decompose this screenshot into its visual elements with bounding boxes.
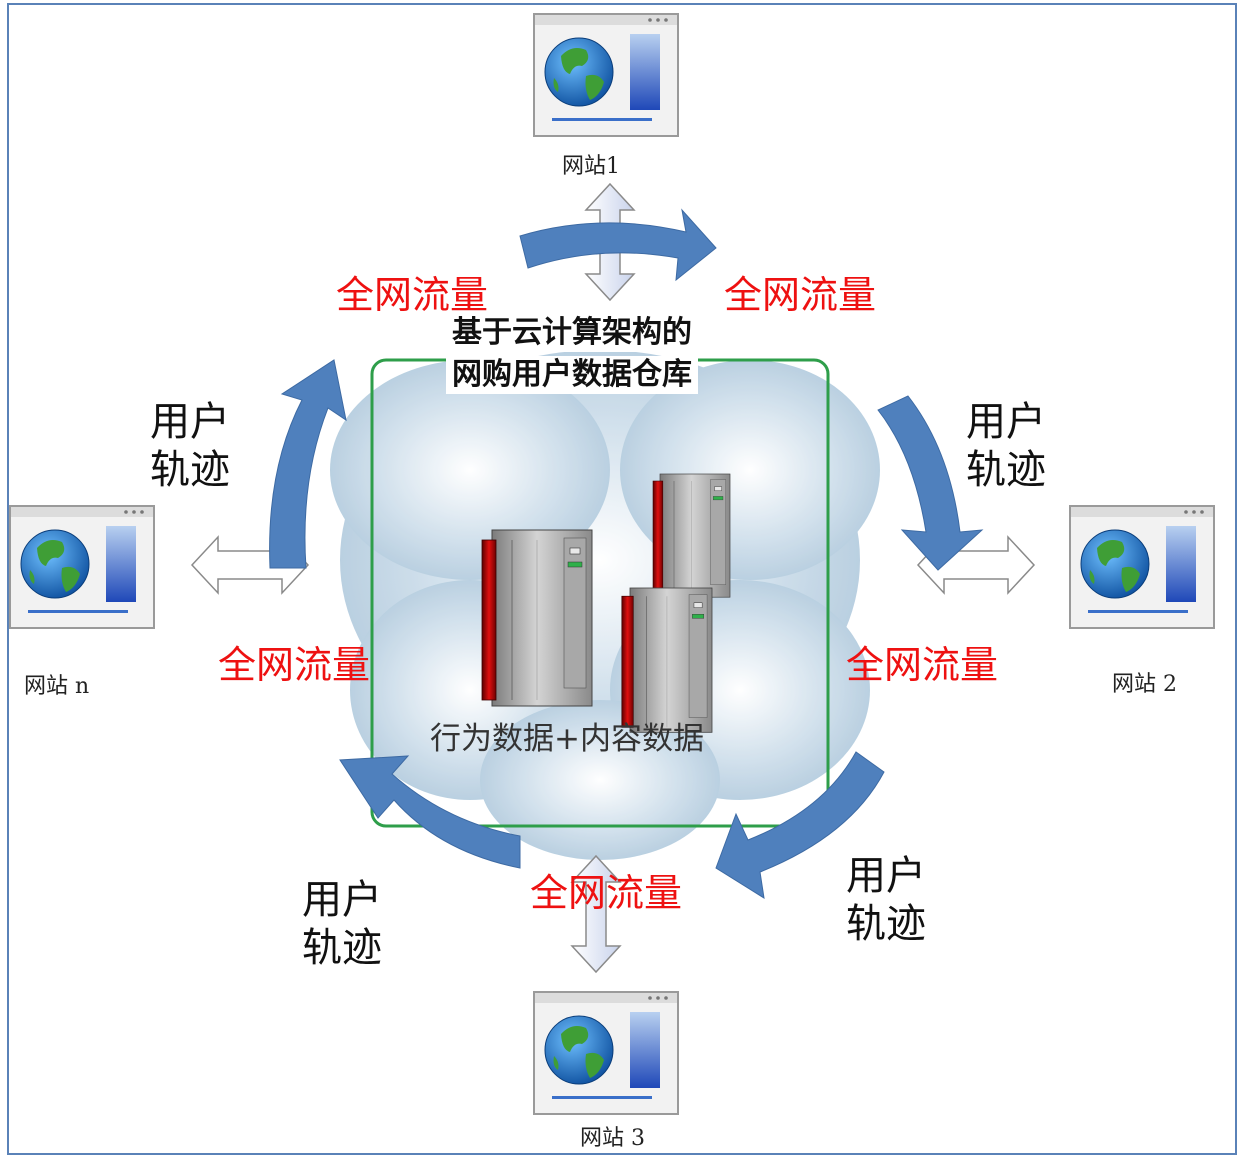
site-left-label: 网站 n	[24, 674, 90, 699]
cycle-arrow-top	[519, 208, 717, 282]
cycle-arrow-bottom-right	[715, 751, 885, 900]
cycle-arrow-bottom-left	[339, 755, 521, 869]
track-label-top-left: 用户 轨迹	[150, 399, 230, 493]
warehouse-title-line1: 基于云计算架构的	[446, 314, 698, 352]
track-label-top-right: 用户 轨迹	[966, 399, 1046, 493]
site-right-label: 网站 2	[1112, 672, 1177, 697]
site-right-icon	[1069, 505, 1215, 629]
site-bottom-icon	[533, 991, 679, 1115]
track-label-bottom-left: 用户 轨迹	[302, 877, 382, 971]
outer-frame	[7, 3, 1237, 1155]
traffic-label-right: 全网流量	[846, 643, 999, 687]
track-label-bottom-right: 用户 轨迹	[846, 853, 926, 947]
cycle-arrow-left	[269, 359, 347, 569]
traffic-label-top-right: 全网流量	[724, 273, 877, 317]
cloud-background	[330, 350, 880, 860]
site-bottom-label: 网站 3	[580, 1126, 645, 1151]
traffic-label-top-left: 全网流量	[336, 273, 489, 317]
cycle-arrow-right	[877, 395, 984, 571]
site-top-label: 网站1	[562, 154, 620, 179]
site-left-icon	[9, 505, 155, 629]
traffic-label-left: 全网流量	[218, 643, 371, 687]
data-caption: 行为数据+内容数据	[430, 721, 704, 757]
warehouse-title-line2: 网购用户数据仓库	[446, 356, 698, 394]
traffic-label-bottom: 全网流量	[530, 871, 683, 915]
site-top-icon	[533, 13, 679, 137]
